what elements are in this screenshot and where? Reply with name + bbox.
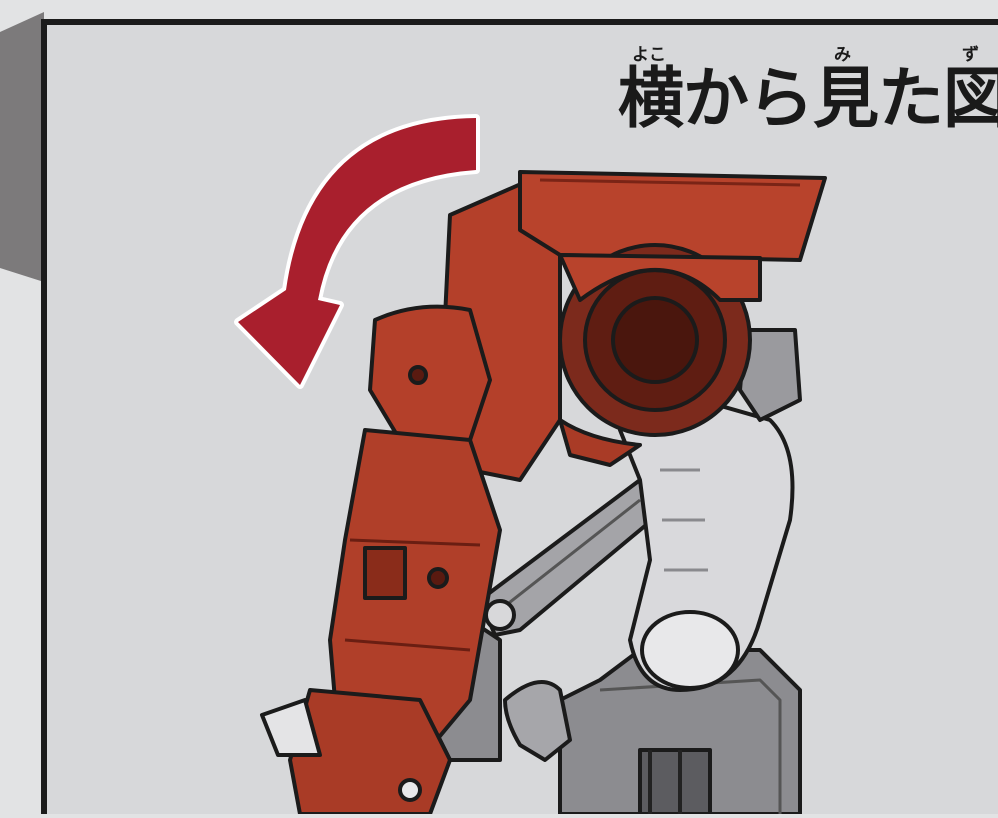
panel-frame	[41, 19, 998, 818]
ruby-zu: ず	[962, 45, 979, 65]
view-title-text: 横から見た図	[618, 60, 998, 137]
rotation-arrow	[234, 114, 480, 389]
side-tab	[0, 12, 44, 282]
ruby-mi: み	[834, 45, 851, 65]
view-title: よこ み ず 横から見た図	[618, 40, 998, 150]
ruby-yoko: よこ	[632, 45, 666, 65]
robot-red-body	[260, 170, 827, 816]
robot-gray-body	[428, 328, 802, 816]
